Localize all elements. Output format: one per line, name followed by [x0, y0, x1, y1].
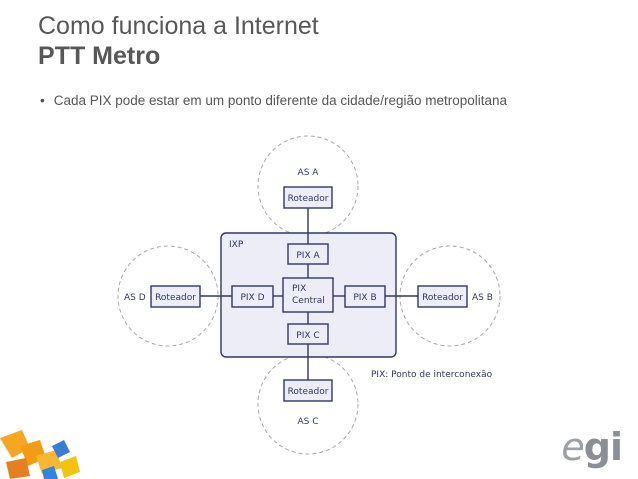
pix-d-box — [231, 285, 274, 308]
pix-central-label-line1: PIX — [292, 284, 306, 294]
ixp-label: IXP — [229, 240, 244, 250]
router-as-c — [283, 379, 333, 402]
connection-lines — [200, 208, 418, 380]
router-as-a — [283, 186, 333, 209]
as-c-circle — [257, 353, 359, 455]
router-as-a-label: Roteador — [288, 194, 329, 204]
bullet-point: • Cada PIX pode estar em um ponto diferen… — [40, 93, 507, 108]
flag-logo-icon — [0, 430, 80, 479]
slide-title: Como funciona a Internet — [38, 12, 319, 40]
egi-logo: egi — [561, 425, 623, 469]
as-b-label: AS B — [472, 293, 493, 303]
router-as-c-label: Roteador — [288, 387, 329, 397]
pix-d-label: PIX D — [240, 293, 264, 303]
pix-b-box — [344, 285, 386, 308]
legend-text: PIX: Ponto de interconexão — [371, 370, 493, 380]
router-as-d-label: Roteador — [155, 293, 196, 303]
router-as-d — [150, 285, 201, 308]
as-c-label: AS C — [297, 417, 318, 427]
bullet-text: Cada PIX pode estar em um ponto diferent… — [53, 93, 508, 108]
router-as-b — [417, 285, 468, 308]
as-d-label: AS D — [124, 293, 146, 303]
pix-b-label: PIX B — [353, 293, 376, 303]
pix-central-label-line2: Central — [292, 296, 325, 306]
pix-a-box — [287, 243, 329, 265]
pix-a-label: PIX A — [296, 251, 320, 261]
pix-c-label: PIX C — [296, 331, 319, 341]
pix-c-box — [287, 323, 329, 345]
slide-subtitle: PTT Metro — [38, 42, 161, 70]
bullet-dot-icon: • — [40, 93, 45, 108]
as-a-label: AS A — [298, 168, 320, 178]
pix-central-box — [282, 277, 334, 313]
router-as-b-label: Roteador — [422, 293, 463, 303]
